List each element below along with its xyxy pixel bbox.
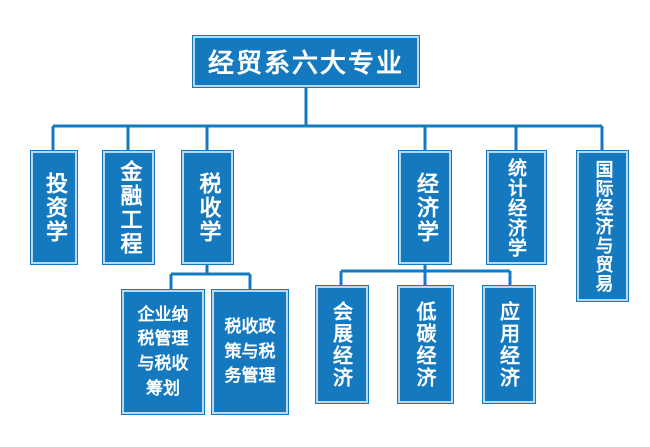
node-exhibition-economics: 会展经济	[316, 286, 368, 403]
node-applied-economics: 应用经济	[483, 286, 535, 403]
node-enterprise-tax-planning: 企业纳 税管理 与税收 筹划	[122, 290, 204, 414]
root-node: 经贸系六大专业	[193, 36, 419, 87]
node-financial-engineering: 金融工程	[103, 151, 154, 264]
node-international-trade: 国际经济与贸易	[577, 151, 628, 301]
node-investment: 投资学	[31, 151, 77, 264]
node-low-carbon-economics: 低碳经济	[398, 286, 453, 403]
node-statistical-economics: 统计经济学	[487, 151, 546, 264]
node-taxation: 税收学	[182, 151, 233, 264]
node-tax-policy-administration: 税收政 策与税 务管理	[212, 290, 288, 414]
node-economics: 经济学	[399, 151, 451, 264]
